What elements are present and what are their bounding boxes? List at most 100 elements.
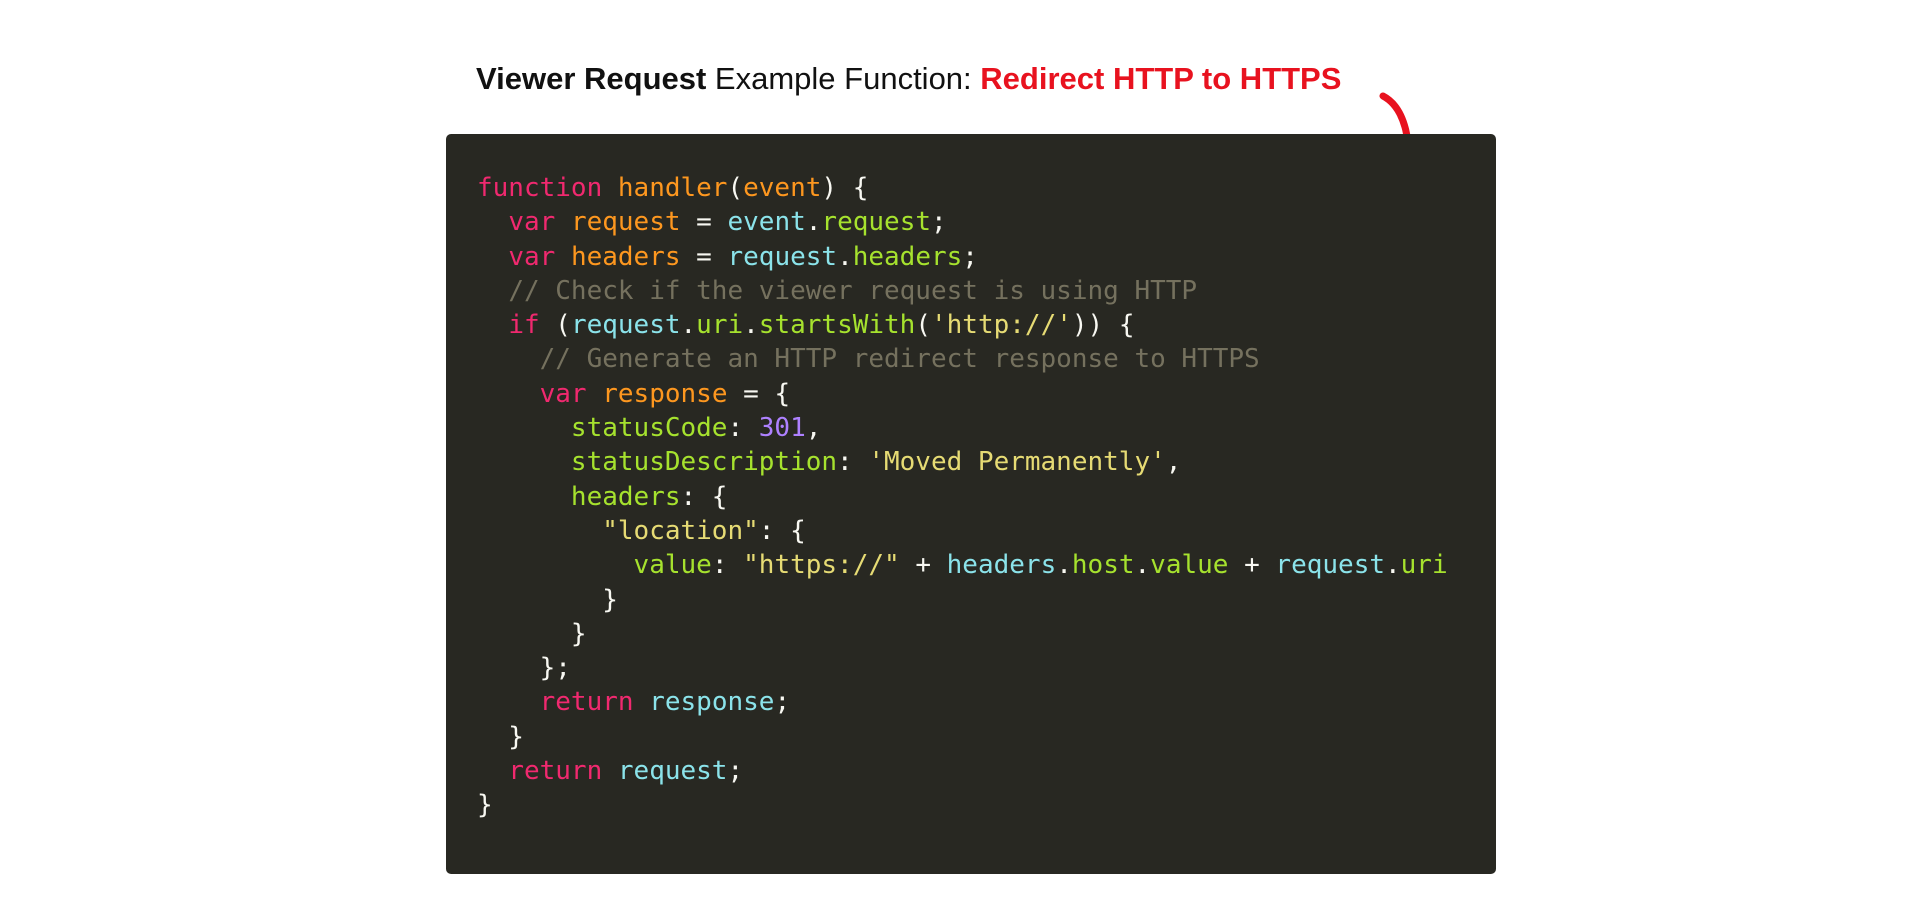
code-token <box>555 242 571 272</box>
code-token: uri <box>696 310 744 341</box>
code-token: , <box>1165 447 1182 478</box>
code-line: } <box>477 788 1496 822</box>
code-token: var <box>508 207 556 238</box>
code-token: host <box>1071 550 1135 581</box>
code-token: ; <box>931 207 947 238</box>
code-token <box>477 276 508 306</box>
code-token: var <box>508 241 556 272</box>
code-token: value <box>633 550 712 581</box>
code-token: return <box>508 756 603 787</box>
code-token <box>477 344 540 374</box>
code-line: } <box>477 617 1496 651</box>
code-token: event <box>727 207 806 238</box>
code-token: } <box>477 790 493 821</box>
code-token <box>477 242 508 272</box>
code-token <box>477 687 540 717</box>
code-block: function handler(event) { var request = … <box>446 134 1496 874</box>
code-token: ) { <box>821 173 869 203</box>
code-token: response <box>602 378 728 409</box>
code-token: = <box>680 207 728 238</box>
code-token: 'Moved Permanently' <box>868 447 1166 478</box>
code-token: statusCode <box>570 413 728 444</box>
code-token: . <box>1056 550 1072 581</box>
code-line: var headers = request.headers; <box>477 240 1496 274</box>
code-token: "https://" <box>743 550 900 581</box>
code-token: headers <box>570 241 681 272</box>
title-event-type: Viewer Request <box>476 61 707 96</box>
code-token: : { <box>680 481 728 512</box>
code-token <box>477 550 634 580</box>
code-line: headers: { <box>477 480 1496 514</box>
code-token: request <box>1275 550 1385 581</box>
code-line: // Check if the viewer request is using … <box>477 274 1496 308</box>
code-token <box>587 379 603 409</box>
code-token: . <box>1134 550 1151 581</box>
code-token <box>477 516 602 546</box>
code-token: function <box>477 173 603 203</box>
code-line: if (request.uri.startsWith('http://')) { <box>477 308 1496 342</box>
code-token: statusDescription <box>570 447 838 478</box>
code-token: ( <box>539 310 571 341</box>
code-token: . <box>680 310 697 341</box>
code-token: headers <box>946 550 1057 581</box>
code-token: }; <box>477 653 571 684</box>
code-line: }; <box>477 651 1496 685</box>
code-token: // Generate an HTTP redirect response to… <box>539 344 1260 375</box>
code-line: statusDescription: 'Moved Permanently', <box>477 445 1496 479</box>
code-token: if <box>508 310 540 341</box>
code-line: } <box>477 583 1496 617</box>
code-token: ; <box>727 756 744 787</box>
code-token: . <box>743 310 759 341</box>
code-token: headers <box>852 241 963 272</box>
code-token: // Check if the viewer request is using … <box>508 275 1198 306</box>
code-token: request <box>570 310 681 341</box>
code-token <box>602 173 618 203</box>
code-line: statusCode: 301, <box>477 411 1496 445</box>
code-token <box>477 413 571 443</box>
code-token: response <box>649 687 775 718</box>
code-token: + <box>1228 550 1276 581</box>
code-token <box>477 482 571 512</box>
code-token: ( <box>915 310 931 341</box>
code-token: startsWith <box>758 310 916 341</box>
code-line: value: "https://" + headers.host.value +… <box>477 548 1496 582</box>
code-token: . <box>1385 550 1401 581</box>
code-token <box>477 310 508 340</box>
code-token: var <box>539 378 587 409</box>
code-lines: function handler(event) { var request = … <box>477 171 1496 823</box>
code-token: event <box>743 173 822 203</box>
code-line: "location": { <box>477 514 1496 548</box>
code-token: } <box>477 584 618 615</box>
code-line: // Generate an HTTP redirect response to… <box>477 342 1496 376</box>
code-token: ; <box>774 687 791 718</box>
code-token <box>477 447 571 477</box>
code-line: function handler(event) { <box>477 171 1496 205</box>
code-line: return request; <box>477 754 1496 788</box>
code-token: , <box>805 413 822 444</box>
code-token <box>477 207 508 237</box>
code-line: var response = { <box>477 377 1496 411</box>
code-token: return <box>539 687 634 718</box>
code-token <box>634 687 650 717</box>
code-token: )) { <box>1071 310 1135 341</box>
page-title: Viewer Request Example Function: Redirec… <box>476 55 1341 103</box>
code-token: = <box>680 241 728 272</box>
code-token: 301 <box>758 413 806 444</box>
code-token <box>477 379 540 409</box>
code-token: handler <box>617 173 728 203</box>
code-token: = { <box>727 378 791 409</box>
code-token: } <box>477 721 524 752</box>
code-token: value <box>1150 550 1229 581</box>
code-token: request <box>821 207 931 238</box>
code-token: : <box>711 550 744 581</box>
code-token: ; <box>962 241 978 272</box>
code-token: request <box>617 756 728 787</box>
code-token: : { <box>758 515 806 546</box>
code-token: } <box>477 618 587 649</box>
code-line: return response; <box>477 685 1496 719</box>
code-token: headers <box>570 481 681 512</box>
code-token: : <box>727 413 759 444</box>
code-token: ( <box>727 173 744 203</box>
code-token: request <box>727 241 838 272</box>
code-token: . <box>805 207 822 238</box>
